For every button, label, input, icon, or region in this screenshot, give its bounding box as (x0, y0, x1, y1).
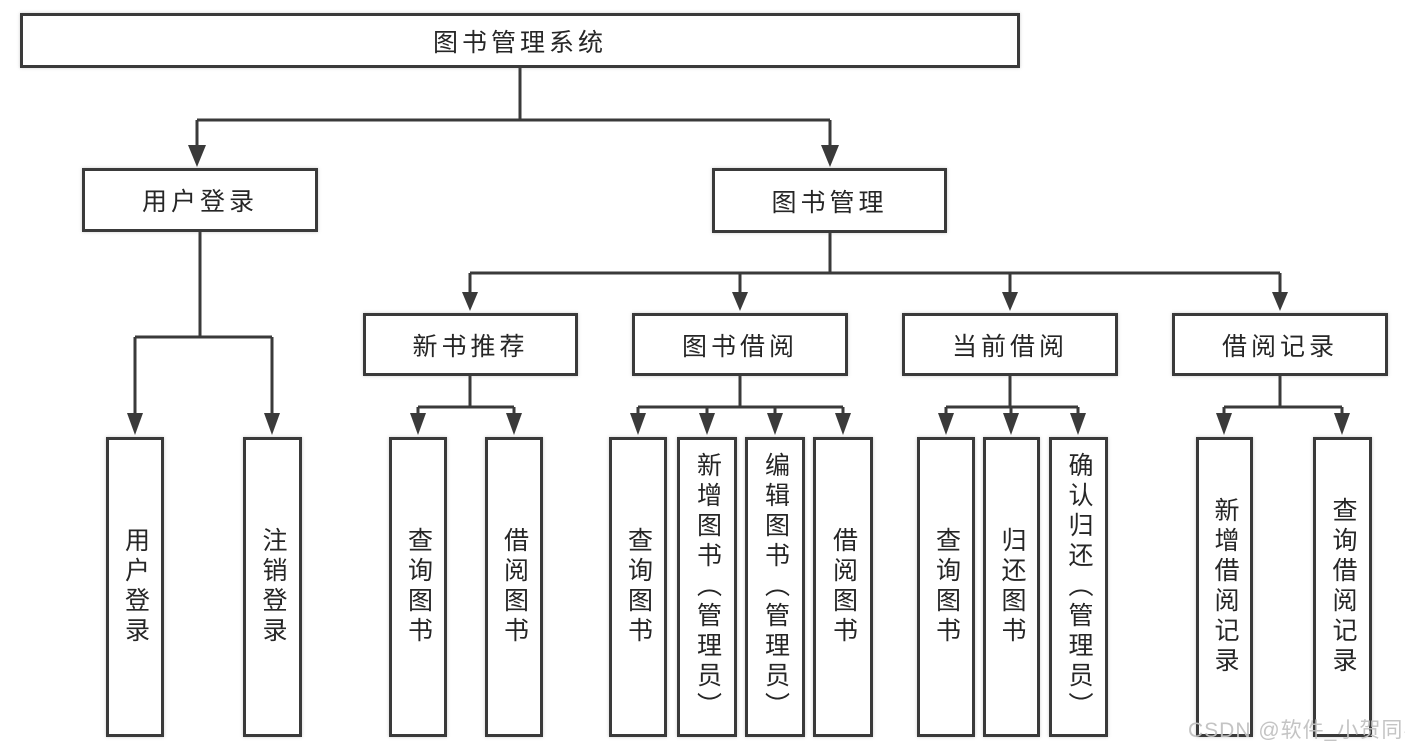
node-user-login: 用户登录 (82, 168, 318, 232)
leaf-records-add-record: 新增借阅记录 (1196, 437, 1253, 737)
connector-new-book-recommend (416, 376, 516, 418)
leaf-recommend-query-books: 查询图书 (389, 437, 447, 737)
leaf-borrow-borrow-books: 借阅图书 (813, 437, 873, 737)
leaf-logout: 注销登录 (243, 437, 302, 737)
connector-current-borrow (944, 376, 1080, 418)
node-book-management: 图书管理 (712, 168, 947, 233)
watermark: CSDN @软件_小贺同学 (1188, 719, 1405, 742)
leaf-current-query-books: 查询图书 (917, 437, 975, 737)
node-new-book-recommend: 新书推荐 (363, 313, 578, 376)
leaf-records-query-record: 查询借阅记录 (1313, 437, 1372, 737)
node-book-borrow: 图书借阅 (632, 313, 848, 376)
leaf-borrow-query-books: 查询图书 (609, 437, 667, 737)
node-root: 图书管理系统 (20, 13, 1020, 68)
leaf-current-confirm-return-admin: 确认归还（管理员） (1049, 437, 1108, 737)
connector-book-management (468, 233, 1282, 295)
connector-book-borrow (636, 376, 845, 418)
node-borrow-records: 借阅记录 (1172, 313, 1388, 376)
connector-borrow-records (1222, 376, 1344, 418)
node-current-borrow: 当前借阅 (902, 313, 1118, 376)
arrowheads (127, 145, 1350, 435)
connector-user-login (133, 232, 274, 418)
leaf-current-return-books: 归还图书 (983, 437, 1040, 737)
leaf-borrow-edit-books-admin: 编辑图书（管理员） (745, 437, 805, 737)
connector-root (195, 68, 832, 148)
leaf-borrow-add-books-admin: 新增图书（管理员） (677, 437, 737, 737)
leaf-user-login: 用户登录 (106, 437, 164, 737)
leaf-recommend-borrow-books: 借阅图书 (485, 437, 543, 737)
